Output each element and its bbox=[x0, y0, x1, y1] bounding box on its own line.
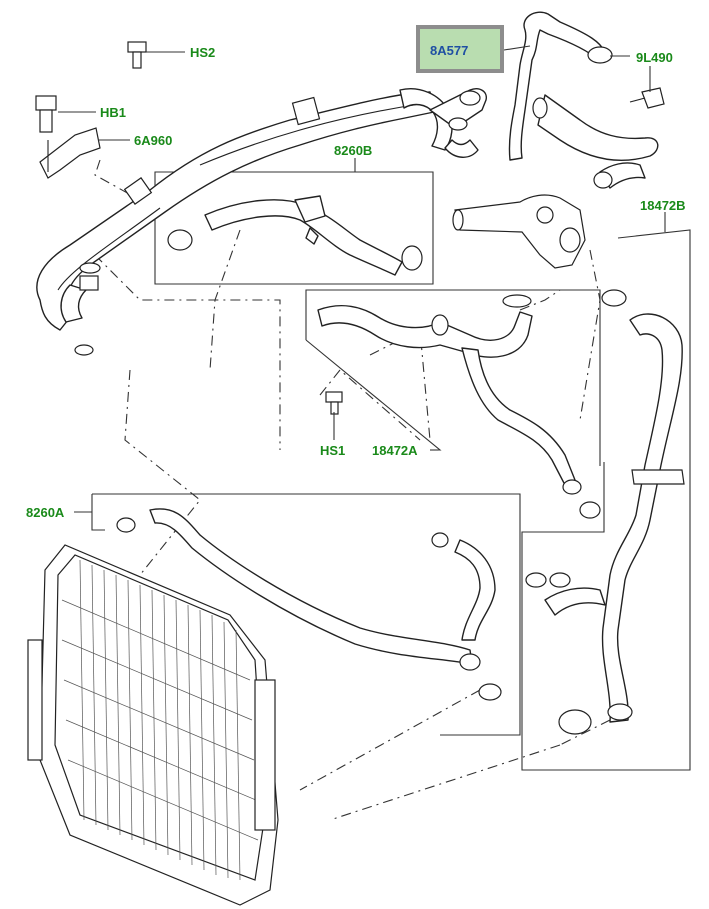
connection-lines bbox=[94, 159, 611, 821]
highlight-8a577[interactable]: 8A577 bbox=[416, 25, 504, 73]
hose-8a577[interactable] bbox=[508, 11, 659, 189]
label-8260a[interactable]: 8260A bbox=[26, 505, 65, 520]
connector-9l490[interactable] bbox=[629, 87, 665, 109]
radiator-core-fins bbox=[61, 559, 259, 881]
hose-18472a[interactable] bbox=[317, 294, 601, 519]
group-box-18472b bbox=[521, 229, 691, 771]
bolt-hs2[interactable] bbox=[127, 41, 147, 69]
label-18472a[interactable]: 18472A bbox=[372, 443, 418, 458]
label-8a577[interactable]: 8A577 bbox=[430, 43, 468, 58]
label-hb1[interactable]: HB1 bbox=[100, 105, 126, 120]
bolt-hb1[interactable] bbox=[35, 95, 57, 133]
label-8260b[interactable]: 8260B bbox=[334, 143, 372, 158]
label-9l490[interactable]: 9L490 bbox=[636, 50, 673, 65]
radiator[interactable] bbox=[27, 544, 279, 906]
hose-8260b[interactable] bbox=[167, 195, 423, 276]
part-labels: HS2 HB1 6A960 8260B 8A577 9L490 18472B H… bbox=[26, 25, 686, 520]
hose-18472b[interactable] bbox=[525, 289, 685, 735]
upper-radiator-hose[interactable] bbox=[36, 91, 435, 356]
group-box-8260b bbox=[154, 171, 434, 285]
group-box-8260a bbox=[91, 493, 521, 736]
label-hs1[interactable]: HS1 bbox=[320, 443, 345, 458]
bracket-6a960[interactable] bbox=[39, 127, 101, 179]
bolt-hs1[interactable] bbox=[325, 391, 343, 415]
label-hs2[interactable]: HS2 bbox=[190, 45, 215, 60]
leader-lines bbox=[58, 45, 666, 513]
thermostat-housing[interactable] bbox=[452, 194, 586, 269]
label-18472b[interactable]: 18472B bbox=[640, 198, 686, 213]
hose-8260a[interactable] bbox=[116, 508, 502, 701]
label-6a960[interactable]: 6A960 bbox=[134, 133, 172, 148]
upper-junction-hose[interactable] bbox=[399, 88, 487, 158]
